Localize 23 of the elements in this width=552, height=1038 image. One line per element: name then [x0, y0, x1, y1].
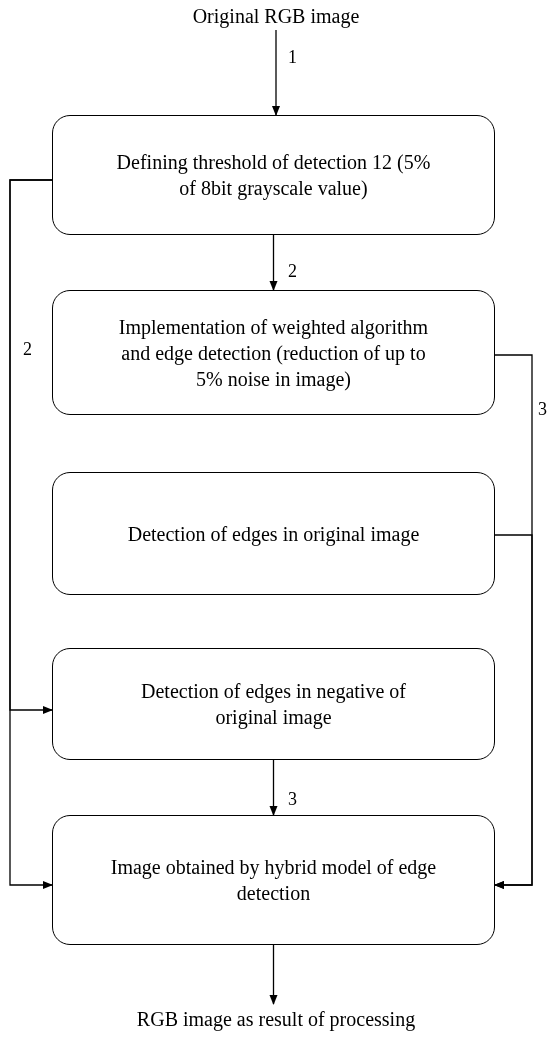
- arrow: [494, 534, 533, 889]
- caption-text: Original RGB image: [126, 2, 426, 30]
- process-box: [52, 290, 495, 415]
- arrow: [9, 179, 53, 889]
- caption-text: RGB image as result of processing: [66, 1004, 486, 1034]
- arrow: [269, 944, 278, 1005]
- box-label: Image obtained by hybrid model of edge detection: [109, 855, 438, 906]
- edge-label: 3: [287, 790, 298, 808]
- box-label: Detection of edges in negative of original image: [140, 679, 407, 730]
- arrow: [272, 29, 280, 116]
- edge-label: 1: [287, 48, 298, 66]
- edge-label: 2: [287, 262, 298, 280]
- process-box: [52, 115, 495, 235]
- process-box: [52, 815, 495, 945]
- box-label: Detection of edges in original image: [127, 521, 420, 547]
- process-box: [52, 648, 495, 760]
- arrow: [269, 234, 278, 291]
- arrow: [269, 759, 278, 816]
- edge-label: 2: [22, 340, 33, 358]
- box-label: Implementation of weighted algorithm and edge detection (reduction of up to 5% noise in image): [117, 314, 430, 392]
- box-label: Defining threshold of detection 12 (5% of 8bit grayscale value): [115, 150, 432, 201]
- process-box: [52, 472, 495, 595]
- edge-label: 3: [537, 400, 548, 418]
